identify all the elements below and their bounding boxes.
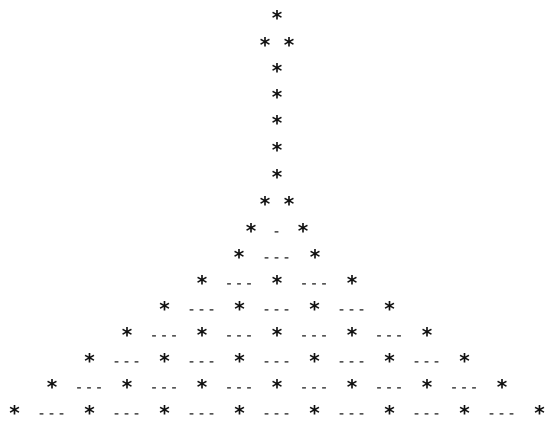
asterisk: * (420, 323, 434, 347)
dash-group: --- (36, 404, 68, 422)
pattern-row: * (0, 137, 558, 163)
pattern-row: ** (0, 191, 558, 217)
asterisk: * (120, 323, 134, 347)
pattern-row: * --- * --- * --- * --- * --- * --- * (0, 374, 558, 400)
asterisk: * (345, 375, 359, 399)
pattern-row: ** (0, 32, 558, 58)
asterisk: * (345, 271, 359, 295)
asterisk: * (458, 349, 471, 373)
asterisk: * (195, 271, 209, 295)
asterisk: * (383, 349, 396, 373)
dash-group: --- (149, 326, 180, 344)
asterisk: * (45, 375, 59, 399)
asterisk: * (308, 297, 321, 321)
asterisk: * (270, 138, 284, 162)
asterisk: * (282, 33, 296, 57)
asterisk: * (158, 349, 171, 373)
asterisk: * (270, 59, 284, 83)
asterisk: * (83, 401, 96, 425)
dash-group: --- (261, 300, 293, 318)
asterisk: * (383, 297, 396, 321)
asterisk: * (258, 192, 272, 216)
dash-group: --- (336, 352, 368, 370)
asterisk: * (233, 401, 246, 425)
dash-group: --- (186, 352, 218, 370)
pattern-row: * --- * --- * --- * (0, 296, 558, 322)
pattern-row: * --- * --- * (0, 270, 558, 296)
asterisk: * (458, 401, 471, 425)
asterisk: * (270, 271, 284, 295)
asterisk: * (270, 375, 284, 399)
pattern-row: * (0, 5, 558, 31)
asterisk: * (308, 401, 321, 425)
dash-group: --- (261, 352, 293, 370)
dash-group: --- (411, 352, 443, 370)
asterisk: * (270, 6, 284, 30)
pattern-row: * (0, 58, 558, 84)
asterisk: * (83, 349, 96, 373)
dash-group: --- (411, 404, 443, 422)
asterisk: * (420, 375, 434, 399)
asterisk: * (308, 245, 322, 269)
asterisk: * (270, 323, 284, 347)
dash-group: --- (261, 404, 293, 422)
asterisk: * (8, 401, 21, 425)
asterisk: * (308, 349, 321, 373)
asterisk: * (158, 297, 171, 321)
dash-group: --- (336, 404, 368, 422)
asterisk: * (270, 111, 284, 135)
dash-group: --- (486, 404, 518, 422)
pattern-row: * --- * --- * --- * --- * --- * --- * --- * (0, 400, 558, 426)
dash-group: --- (224, 274, 255, 292)
asterisk: * (232, 245, 246, 269)
asterisk: * (296, 219, 310, 243)
pattern-row: * --- * --- * --- * --- * (0, 322, 558, 348)
pattern-row: * --- * (0, 244, 558, 270)
asterisk: * (270, 165, 284, 189)
asterisk: * (345, 323, 359, 347)
asterisk: * (244, 219, 258, 243)
pattern-row: *-* (0, 218, 558, 244)
dash-group: --- (336, 300, 368, 318)
dash-group: --- (186, 300, 218, 318)
asterisk: * (282, 192, 296, 216)
asterisk: * (270, 85, 284, 109)
dash-group: --- (149, 378, 180, 396)
asterisk: * (158, 401, 171, 425)
dash-group: --- (299, 274, 330, 292)
dash-group: --- (224, 326, 255, 344)
dash-group: --- (74, 378, 105, 396)
dash-group: --- (111, 352, 143, 370)
asterisk: * (233, 349, 246, 373)
pattern-row: * (0, 110, 558, 136)
asterisk: * (495, 375, 509, 399)
asterisk: * (120, 375, 134, 399)
dash-group: --- (261, 248, 293, 266)
dash-group: --- (374, 326, 405, 344)
dash-group: - (271, 222, 283, 240)
dash-group: --- (111, 404, 143, 422)
dash-group: --- (186, 404, 218, 422)
dash-group: --- (449, 378, 480, 396)
asterisk: * (383, 401, 396, 425)
pattern-row: * --- * --- * --- * --- * --- * (0, 348, 558, 374)
pattern-row: * (0, 84, 558, 110)
pattern-row: * (0, 164, 558, 190)
dash-group: --- (299, 326, 330, 344)
dash-group: --- (224, 378, 255, 396)
dash-group: --- (299, 378, 330, 396)
asterisk: * (233, 297, 246, 321)
asterisk: * (258, 33, 272, 57)
asterisk: * (195, 323, 209, 347)
asterisk: * (533, 401, 546, 425)
dash-group: --- (374, 378, 405, 396)
asterisk: * (195, 375, 209, 399)
